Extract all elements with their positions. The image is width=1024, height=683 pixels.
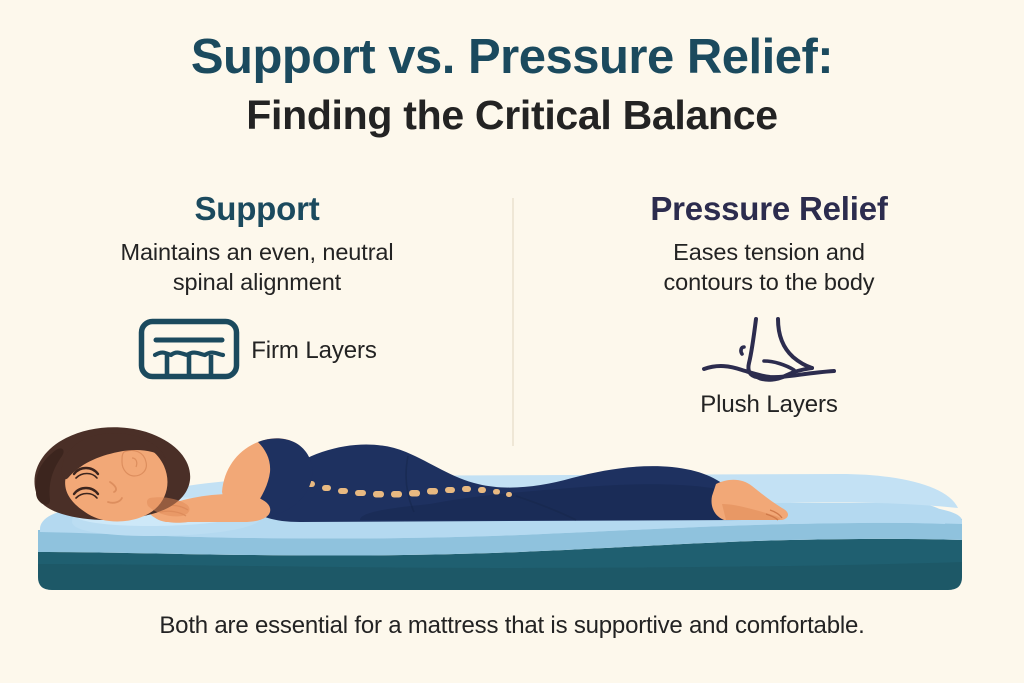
column-pressure-relief-heading: Pressure Relief xyxy=(650,190,888,227)
mattress-comfort-layer xyxy=(38,517,962,556)
plush-layers-icon xyxy=(694,313,844,390)
eye-upper xyxy=(72,466,100,476)
firm-layers-label: Firm Layers xyxy=(251,337,377,365)
column-divider xyxy=(512,198,514,446)
foot-shadow xyxy=(722,504,781,520)
feature-plush-layers: Plush Layers xyxy=(534,313,1004,418)
plush-layers-label: Plush Layers xyxy=(700,391,838,419)
eye-upper-lash xyxy=(75,472,98,479)
back-contour xyxy=(515,495,577,521)
column-pressure-relief: Pressure Relief Eases tension and contou… xyxy=(534,190,1004,418)
mattress-base xyxy=(38,538,962,590)
nose xyxy=(109,481,117,493)
column-support-description-line1: Maintains an even, neutral xyxy=(120,238,394,265)
ear xyxy=(121,449,147,477)
column-pressure-relief-description: Eases tension and contours to the body xyxy=(534,237,1004,297)
mouth xyxy=(107,497,123,504)
page-subtitle: Finding the Critical Balance xyxy=(246,91,778,138)
spine-dots xyxy=(307,481,512,498)
column-support: Support Maintains an even, neutral spina… xyxy=(22,190,492,386)
hair-front xyxy=(61,433,166,480)
neck-shadow xyxy=(146,497,190,517)
feature-firm-layers: Firm Layers xyxy=(22,317,492,386)
title-block: Support vs. Pressure Relief: Finding the… xyxy=(0,30,1024,139)
hair-shadow xyxy=(35,448,64,505)
footer-text: Both are essential for a mattress that i… xyxy=(159,612,865,639)
page-title: Support vs. Pressure Relief: xyxy=(190,30,834,84)
tank-top xyxy=(246,438,313,518)
firm-layers-icon xyxy=(137,317,241,386)
hip-seam xyxy=(405,455,415,513)
toes-lines xyxy=(765,509,783,521)
ear-inner xyxy=(131,457,138,468)
body-clothing-shadow xyxy=(360,484,744,520)
column-support-heading: Support xyxy=(194,190,320,227)
mattress-base-shadow xyxy=(38,562,962,590)
comparison-columns: Support Maintains an even, neutral spina… xyxy=(0,190,1024,448)
sleeper-illustration xyxy=(0,412,1024,607)
eye-lower-lash xyxy=(75,492,98,499)
column-support-description-line2: spinal alignment xyxy=(172,269,342,296)
column-pressure-relief-description-line1: Eases tension and xyxy=(673,238,865,265)
eye-lower xyxy=(72,486,100,496)
column-pressure-relief-description-line2: contours to the body xyxy=(663,269,875,296)
column-support-description: Maintains an even, neutral spinal alignm… xyxy=(22,237,492,297)
footer-block: Both are essential for a mattress that i… xyxy=(0,612,1024,641)
